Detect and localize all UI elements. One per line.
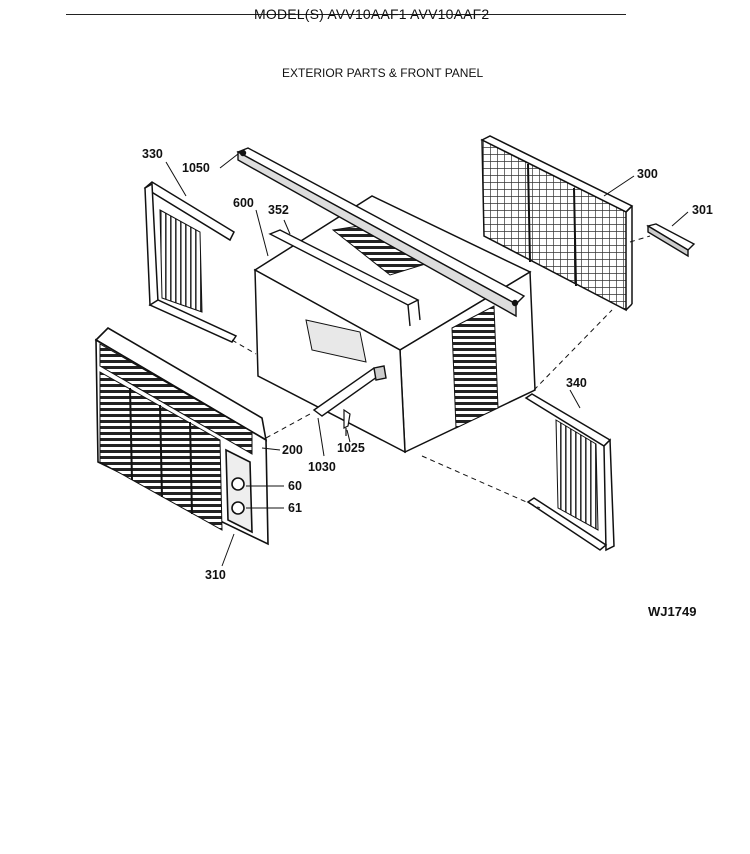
part-301-strip [646,223,696,258]
callout-200: 200 [282,443,303,457]
part-300-rear-grille [480,135,634,312]
part-200-front-panel [94,326,269,546]
part-330-side-curtain [143,181,238,343]
part-1050-rail [236,147,526,318]
callout-60: 60 [288,479,302,493]
callout-600: 600 [233,196,254,210]
callout-1025: 1025 [337,441,365,455]
leader-lines [165,153,689,567]
callout-340: 340 [566,376,587,390]
callout-61: 61 [288,501,302,515]
knob-60 [231,477,245,491]
page-title: MODEL(S) AVV10AAF1 AVV10AAF2 [254,6,490,22]
callout-310: 310 [205,568,226,582]
cabinet-housing [253,195,536,454]
callout-301: 301 [692,203,713,217]
part-1030-bracket [312,365,387,417]
callout-1050: 1050 [182,161,210,175]
section-subtitle: EXTERIOR PARTS & FRONT PANEL [282,66,484,80]
diagram-code: WJ1749 [648,604,697,619]
callout-330: 330 [142,147,163,161]
part-340-side-curtain [524,393,615,552]
callout-300: 300 [637,167,658,181]
part-352-strip [268,229,421,327]
callout-1030: 1030 [308,460,336,474]
callout-352: 352 [268,203,289,217]
knob-61 [231,501,245,515]
part-1025-screw [343,408,351,436]
alignment-lines [231,235,651,509]
header-rule [66,14,626,15]
